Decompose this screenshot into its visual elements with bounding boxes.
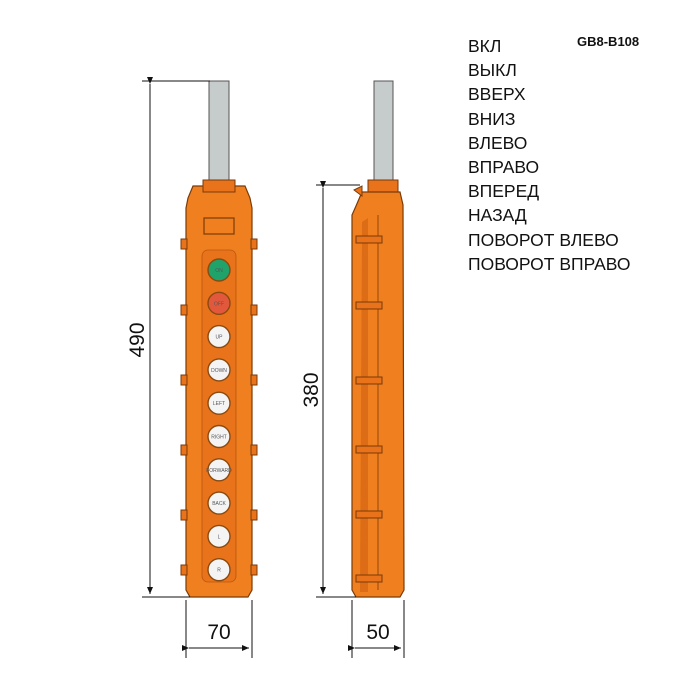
side-ribs (355, 235, 383, 583)
dim-depth: 50 (366, 621, 389, 644)
pendant-button[interactable] (207, 424, 231, 449)
pendant-button-label: LEFT (213, 401, 225, 407)
pendant-button[interactable] (207, 524, 231, 549)
pendant-button-label: FORWARD (206, 468, 232, 474)
dim-body-height: 380 (300, 372, 323, 407)
front-collar (202, 179, 236, 193)
side-collar (367, 179, 399, 193)
pendant-button-label: DOWN (211, 368, 227, 374)
pendant-button-label: L (218, 534, 221, 540)
legend-item: ВКЛ (468, 36, 502, 56)
pendant-button[interactable] (207, 291, 231, 315)
legend-item: ВПЕРЕД (468, 181, 540, 202)
side-hook (353, 185, 363, 197)
pendant-button[interactable] (207, 358, 231, 382)
pendant-button-label: ON (215, 268, 223, 274)
legend-item: НАЗАД (468, 205, 527, 226)
dimensions (142, 77, 405, 658)
dim-width: 70 (207, 621, 230, 644)
side-cable (373, 80, 394, 185)
pendant-button[interactable] (207, 458, 231, 482)
legend-item: ПОВОРОТ ВЛЕВО (468, 229, 619, 250)
pendant-button-label: OFF (214, 301, 224, 307)
legend-item: ВЛЕВО (468, 132, 528, 153)
legend-item: ВЫКЛ (468, 60, 517, 81)
pendant-button[interactable] (207, 324, 231, 349)
pendant-button[interactable] (207, 491, 231, 515)
dim-total-height: 490 (126, 322, 149, 357)
front-view: ON OFF UP DOWN LEFT RIGHT FORWARD BACK L R (180, 80, 258, 598)
function-legend: ВКЛ ВЫКЛ ВВЕРХ ВНИЗ ВЛЕВО ВПРАВО ВПЕРЕД НАЗАД ПО… (468, 34, 630, 276)
pendant-button[interactable] (207, 558, 231, 582)
pendant-button-label: RIGHT (211, 435, 227, 441)
side-front-face (360, 218, 368, 592)
side-view (351, 80, 405, 598)
pendant-button-label: BACK (212, 501, 226, 507)
front-side-ribs (180, 238, 258, 576)
pendant-button-label: UP (216, 335, 224, 341)
front-cable (208, 80, 230, 185)
legend-item: ВНИЗ (468, 108, 516, 129)
pendant-button[interactable] (207, 258, 231, 282)
pendant-button-label: R (217, 568, 221, 574)
model-code: GB8-B108 (577, 34, 640, 49)
pendant-button[interactable] (207, 391, 231, 415)
button-group: ON OFF UP DOWN LEFT RIGHT FORWARD BACK L R (206, 258, 232, 582)
legend-item: ВПРАВО (468, 157, 540, 178)
front-label-window (203, 217, 235, 235)
legend-item: ВВЕРХ (468, 84, 526, 105)
legend-item: ПОВОРОТ ВПРАВО (468, 253, 631, 274)
